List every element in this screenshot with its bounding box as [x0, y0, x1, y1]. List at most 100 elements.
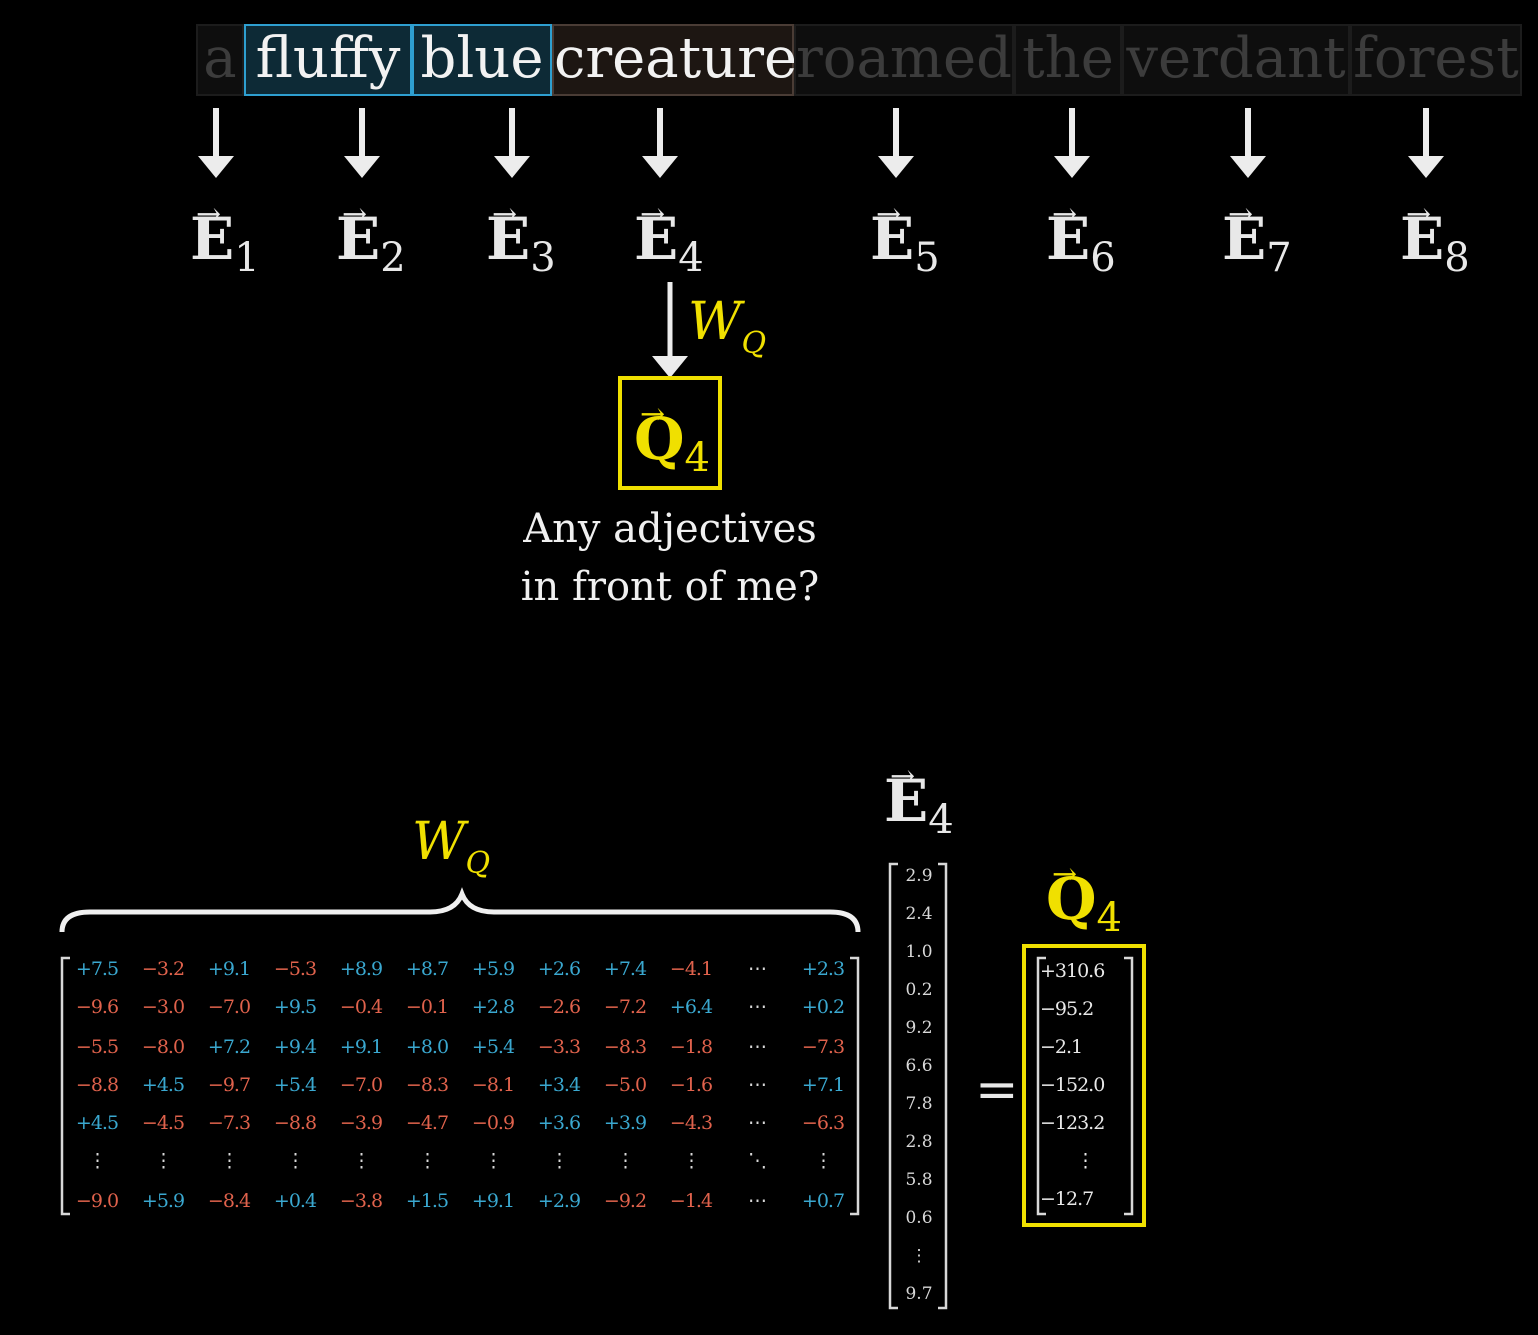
down-arrow-4-head [642, 156, 678, 178]
matrix-cell: −8.3 [603, 1036, 647, 1058]
embedding-label-7: →E7 [1222, 197, 1292, 281]
matrix-cell: +8.0 [405, 1036, 449, 1058]
embedding-symbol: E [190, 205, 235, 273]
embedding-label-6: →E6 [1046, 197, 1116, 281]
matrix-cell: +8.7 [405, 958, 449, 980]
matrix-cell: +2.8 [471, 996, 515, 1018]
embedding-vector-cell: 0.2 [905, 980, 933, 1000]
matrix-cell: +1.5 [405, 1190, 449, 1212]
embedding-vector-symbol: E [884, 767, 929, 835]
result-subscript: 4 [1096, 895, 1122, 941]
matrix-cell: +7.2 [207, 1036, 251, 1058]
matrix-cell: −9.2 [603, 1190, 647, 1212]
embedding-symbol: E [1222, 205, 1267, 273]
embedding-symbol: E [1046, 205, 1091, 273]
query-box [618, 376, 722, 490]
matrix-cell: +0.2 [801, 996, 845, 1018]
matrix-cell: −5.3 [273, 958, 317, 980]
matrix-cell: +9.1 [207, 958, 251, 980]
wq-arrow-label: WQ [688, 292, 766, 361]
embedding-subscript: 7 [1266, 235, 1292, 281]
embedding-symbol: E [1400, 205, 1445, 273]
matrix-cell: −7.0 [207, 996, 251, 1018]
matrix-cell: −0.1 [405, 996, 449, 1018]
matrix-cell: −0.4 [339, 996, 383, 1018]
matrix-cell: −5.5 [75, 1036, 119, 1058]
matrix-cell: ⋱ [748, 1150, 767, 1172]
matrix-cell: −7.3 [801, 1036, 845, 1058]
matrix-cell: +3.6 [537, 1112, 581, 1134]
matrix-cell: ⋯ [748, 996, 767, 1018]
query-symbol: Q [634, 405, 685, 473]
matrix-cell: +9.5 [273, 996, 317, 1018]
query-vector-cell: −123.2 [1040, 1112, 1105, 1134]
matrix-cell: −4.3 [669, 1112, 713, 1134]
query-vector-brackets [1036, 956, 1134, 1216]
matrix-cell: −8.4 [207, 1190, 251, 1212]
embedding-vector-cell: 6.6 [905, 1056, 933, 1076]
matrix-cell: +3.9 [603, 1112, 647, 1134]
embedding-subscript: 8 [1444, 235, 1470, 281]
matrix-cell: −3.3 [537, 1036, 581, 1058]
matrix-cell: −7.3 [207, 1112, 251, 1134]
matrix-cell: ⋮ [682, 1150, 701, 1172]
embedding-vector-cell: 9.7 [905, 1284, 933, 1304]
embedding-symbol: E [634, 205, 679, 273]
embedding-vector-cell: 9.2 [905, 1018, 933, 1038]
embedding-subscript: 3 [530, 235, 556, 281]
matrix-cell: +9.1 [339, 1036, 383, 1058]
query-subscript: 4 [684, 435, 710, 481]
embedding-label-8: →E8 [1400, 197, 1470, 281]
matrix-cell: −8.8 [75, 1074, 119, 1096]
result-symbol: Q [1046, 865, 1097, 933]
matrix-cell: −9.6 [75, 996, 119, 1018]
down-arrow-8-head [1408, 156, 1444, 178]
down-arrow-7-head [1230, 156, 1266, 178]
query-vector-cell: ⋮ [1076, 1150, 1095, 1172]
matrix-cell: ⋮ [484, 1150, 503, 1172]
matrix-cell: −7.0 [339, 1074, 383, 1096]
query-vector-cell: −12.7 [1040, 1188, 1094, 1210]
matrix-symbol: W [412, 812, 466, 872]
embedding-vector-cell: 0.6 [905, 1208, 933, 1228]
matrix-cell: +5.4 [273, 1074, 317, 1096]
token-the: the [1014, 24, 1122, 96]
query-vector-cell: +310.6 [1040, 960, 1105, 982]
matrix-cell: +0.7 [801, 1190, 845, 1212]
matrix-cell: −3.8 [339, 1190, 383, 1212]
embedding-vector-cell: 2.9 [905, 866, 933, 886]
matrix-cell: +2.9 [537, 1190, 581, 1212]
question-line-1: Any adjectives [523, 506, 817, 552]
matrix-brackets [60, 956, 860, 1216]
down-arrow-2-head [344, 156, 380, 178]
matrix-cell: +9.4 [273, 1036, 317, 1058]
embedding-vector-cell: 2.4 [905, 904, 933, 924]
embedding-vector-brackets [888, 862, 948, 1310]
embedding-vector-cell: 1.0 [905, 942, 933, 962]
result-vector-label: →Q4 [1046, 857, 1122, 941]
token-a: a [196, 24, 244, 96]
embedding-symbol: E [336, 205, 381, 273]
result-box [1022, 944, 1146, 1227]
matrix-cell: ⋮ [88, 1150, 107, 1172]
equals-sign: = [975, 1060, 1019, 1120]
embedding-symbol: E [870, 205, 915, 273]
matrix-cell: ⋯ [748, 1112, 767, 1134]
matrix-cell: −8.3 [405, 1074, 449, 1096]
matrix-cell: ⋮ [616, 1150, 635, 1172]
matrix-cell: ⋮ [286, 1150, 305, 1172]
query-question: Any adjectives in front of me? [460, 500, 880, 616]
matrix-cell: +3.4 [537, 1074, 581, 1096]
matrix-cell: +2.3 [801, 958, 845, 980]
matrix-cell: −8.1 [471, 1074, 515, 1096]
embedding-vector-cell: 7.8 [905, 1094, 933, 1114]
token-fluffy: fluffy [244, 24, 412, 96]
matrix-cell: +7.4 [603, 958, 647, 980]
token-creature: creature [552, 24, 797, 96]
matrix-cell: ⋯ [748, 958, 767, 980]
matrix-brace [59, 887, 861, 933]
matrix-cell: −3.9 [339, 1112, 383, 1134]
embedding-vector-label: →E4 [884, 759, 954, 843]
